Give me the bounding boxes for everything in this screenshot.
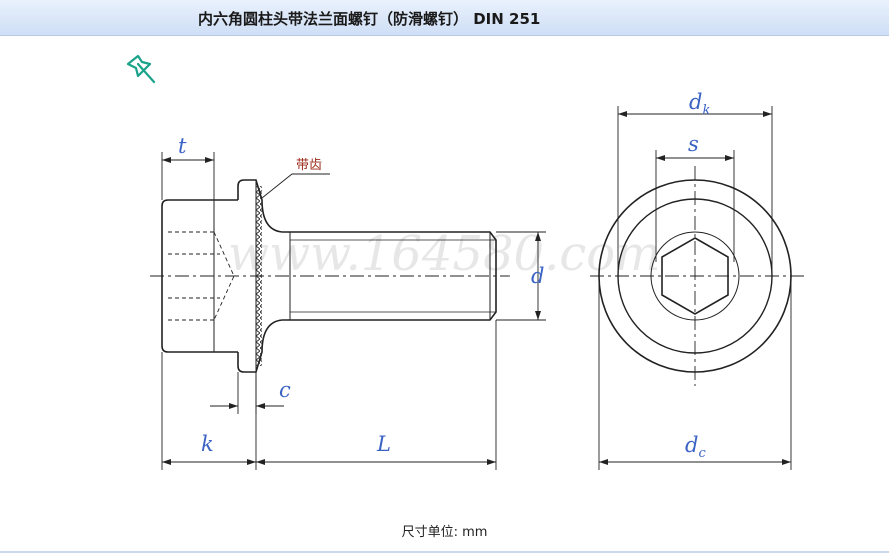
bottom-divider xyxy=(0,551,889,553)
dimension-L xyxy=(256,320,497,470)
pushpin-icon[interactable] xyxy=(124,52,160,86)
dim-label-d: d xyxy=(531,264,544,288)
dim-label-s: s xyxy=(688,132,699,156)
dim-label-dk: dk xyxy=(689,90,710,118)
page-title: 内六角圆柱头带法兰面螺钉（防滑螺钉） DIN 251 xyxy=(198,10,541,28)
dimension-dc xyxy=(598,276,792,470)
serration-label: 带齿 xyxy=(296,158,322,173)
dimension-k xyxy=(161,352,257,470)
dim-label-t: t xyxy=(178,134,187,158)
dimension-t xyxy=(161,152,215,200)
dim-label-dc: dc xyxy=(685,433,706,461)
title-bar: 内六角圆柱头带法兰面螺钉（防滑螺钉） DIN 251 xyxy=(0,0,889,36)
dim-label-k: k xyxy=(201,432,214,456)
dimension-dk xyxy=(617,106,773,276)
dimension-d xyxy=(496,231,546,321)
serration-note: 带齿 xyxy=(261,158,330,199)
watermark-text: www.164580.com xyxy=(228,226,661,282)
dim-label-L: L xyxy=(376,432,391,456)
side-view xyxy=(150,179,510,373)
dimension-s xyxy=(655,150,735,262)
unit-note: 尺寸单位: mm xyxy=(401,525,488,540)
dimension-c xyxy=(210,372,284,414)
dim-label-c: c xyxy=(279,378,291,402)
